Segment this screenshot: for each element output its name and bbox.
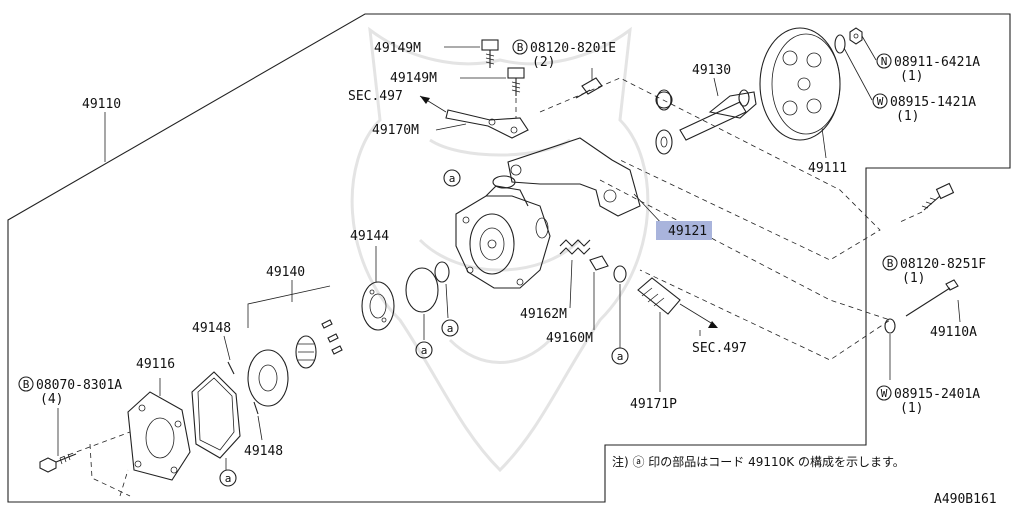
- bracket-49121: [507, 137, 665, 227]
- svg-text:08911-6421A: 08911-6421A: [894, 55, 980, 70]
- svg-text:W: W: [881, 387, 888, 400]
- label-49130: 49130: [692, 63, 731, 78]
- svg-text:a: a: [617, 350, 624, 363]
- label-49148-lower: 49148: [244, 444, 283, 459]
- oring-small: [434, 261, 450, 319]
- svg-text:(2): (2): [532, 55, 555, 70]
- ref-n-08911-6421a: N 08911-6421A (1): [876, 53, 980, 84]
- bracket-49170m: [419, 95, 529, 139]
- marker-a-2: [655, 91, 673, 109]
- marker-a-1: a: [443, 169, 461, 187]
- label-49140: 49140: [266, 265, 305, 280]
- gasket: [191, 371, 241, 470]
- label-49149m-lower: 49149M: [390, 71, 437, 86]
- bolt-08070-8301a: [39, 408, 77, 473]
- svg-text:N: N: [881, 55, 888, 68]
- label-49162m: 49162M: [520, 307, 567, 322]
- rotor-set-49140: [247, 280, 343, 407]
- bolt-08120-8201e: [575, 68, 603, 99]
- bolt-49149m-lower: [460, 67, 525, 118]
- footnote: 注) ⓐ 印の部品はコード 49110K の構成を示します。: [612, 454, 905, 469]
- cover-49116: [127, 378, 191, 481]
- svg-text:a: a: [421, 344, 428, 357]
- label-sec497-bottom: SEC.497: [692, 341, 747, 356]
- washer-shaft: [655, 129, 673, 155]
- svg-text:(4): (4): [40, 392, 63, 407]
- label-49121: 49121: [668, 224, 707, 239]
- dashed-region-lower: [599, 179, 891, 361]
- label-49171p: 49171P: [630, 397, 677, 412]
- pulley-49111: [759, 27, 841, 159]
- ref-b-08070-8301a: B 08070-8301A (4): [18, 376, 122, 407]
- label-49116: 49116: [136, 357, 175, 372]
- label-49170m: 49170M: [372, 123, 419, 138]
- oring-shaft: [656, 89, 672, 111]
- svg-text:(1): (1): [900, 69, 923, 84]
- bolt-08120-8251f: [899, 182, 955, 223]
- bolt-49149m-upper: [444, 39, 499, 68]
- svg-text:08070-8301A: 08070-8301A: [36, 378, 122, 393]
- pump-body: [455, 185, 551, 289]
- svg-text:08915-1421A: 08915-1421A: [890, 95, 976, 110]
- label-49149m-upper: 49149M: [374, 41, 421, 56]
- ref-b-08120-8251f: B 08120-8251F (1): [882, 255, 986, 286]
- highlight-49121: [656, 221, 712, 240]
- svg-text:W: W: [877, 95, 884, 108]
- marker-a-6: a: [219, 469, 237, 487]
- shaft-49130: [679, 77, 757, 141]
- marker-a-5: a: [611, 347, 629, 365]
- label-49111: 49111: [808, 161, 847, 176]
- svg-text:08915-2401A: 08915-2401A: [894, 387, 980, 402]
- label-49110a: 49110A: [930, 325, 977, 340]
- stud-49110a: [905, 279, 961, 323]
- svg-text:08120-8251F: 08120-8251F: [900, 257, 986, 272]
- svg-text:B: B: [23, 378, 30, 391]
- label-49144: 49144: [350, 229, 389, 244]
- oring-bracket: [492, 175, 516, 189]
- svg-text:a: a: [449, 172, 456, 185]
- connector-49171p: [637, 277, 718, 392]
- svg-text:a: a: [447, 322, 454, 335]
- label-49110: 49110: [82, 97, 121, 112]
- svg-text:08120-8201E: 08120-8201E: [530, 41, 616, 56]
- svg-text:(1): (1): [902, 271, 925, 286]
- svg-text:B: B: [517, 41, 524, 54]
- pin-49148-lower: [253, 401, 263, 441]
- marker-a-3: a: [415, 341, 433, 359]
- assembly-outline: [7, 13, 1011, 503]
- valve-49160m: [589, 255, 609, 330]
- nut-08911-6421a: [849, 27, 877, 61]
- oring-large: [405, 267, 439, 340]
- dashed-cover: [59, 431, 131, 497]
- ref-w-08915-1421a: W 08915-1421A (1): [872, 93, 976, 124]
- washer-08915-2401a: [884, 318, 896, 380]
- ref-w-08915-2401a: W 08915-2401A (1): [876, 385, 980, 416]
- svg-text:(1): (1): [896, 109, 919, 124]
- svg-text:a: a: [225, 472, 232, 485]
- label-49160m: 49160M: [546, 331, 593, 346]
- cam-ring-49144: [361, 246, 395, 331]
- dashed-region-upper: [539, 77, 881, 261]
- svg-text:B: B: [887, 257, 894, 270]
- diagram-id: A490B161: [934, 492, 997, 507]
- spring-49162m: [559, 239, 591, 309]
- label-49148-upper: 49148: [192, 321, 231, 336]
- label-sec497-top: SEC.497: [348, 89, 403, 104]
- pin-49148-upper: [223, 335, 235, 375]
- svg-text:(1): (1): [900, 401, 923, 416]
- marker-a-4: a: [441, 319, 459, 337]
- ref-b-08120-8201e: B 08120-8201E (2): [512, 39, 616, 70]
- washer-08915-1421a: [834, 34, 873, 101]
- oring-valve: [613, 265, 627, 348]
